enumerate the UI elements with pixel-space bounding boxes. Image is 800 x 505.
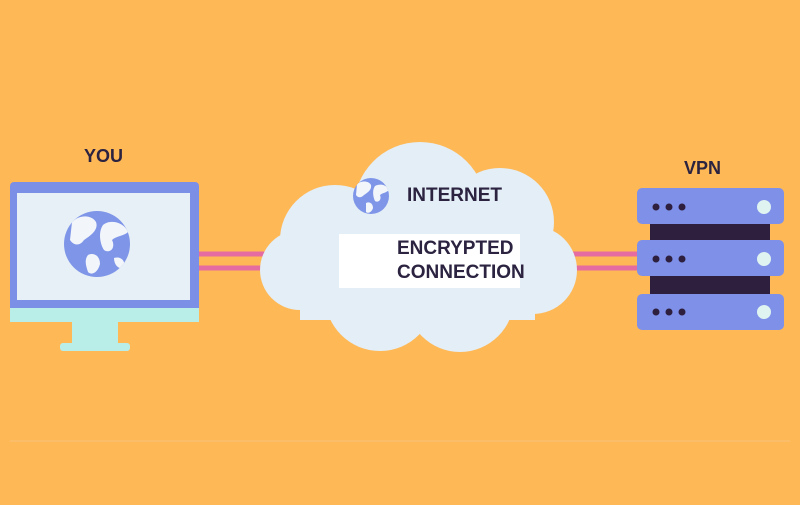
- server-unit-2: [637, 240, 784, 276]
- server-gap-top: [650, 222, 770, 242]
- vpn-label: VPN: [684, 158, 722, 178]
- internet-globe-icon: [353, 178, 389, 214]
- monitor-chin: [10, 308, 199, 322]
- monitor-neck: [72, 322, 118, 346]
- server-gap-bottom: [650, 274, 770, 296]
- encrypted-label-line2: CONNECTION: [397, 262, 525, 283]
- monitor-base: [60, 343, 130, 351]
- you-label: YOU: [84, 146, 124, 166]
- server-unit-1: [637, 188, 784, 224]
- server-rack-icon: [637, 188, 784, 330]
- globe-icon: [64, 211, 130, 277]
- internet-label: INTERNET: [407, 185, 502, 206]
- encrypted-connection-box: [339, 234, 520, 288]
- server-unit-3: [637, 294, 784, 330]
- encrypted-label-line1: ENCRYPTED: [397, 238, 514, 259]
- desktop-monitor-icon: [10, 182, 199, 351]
